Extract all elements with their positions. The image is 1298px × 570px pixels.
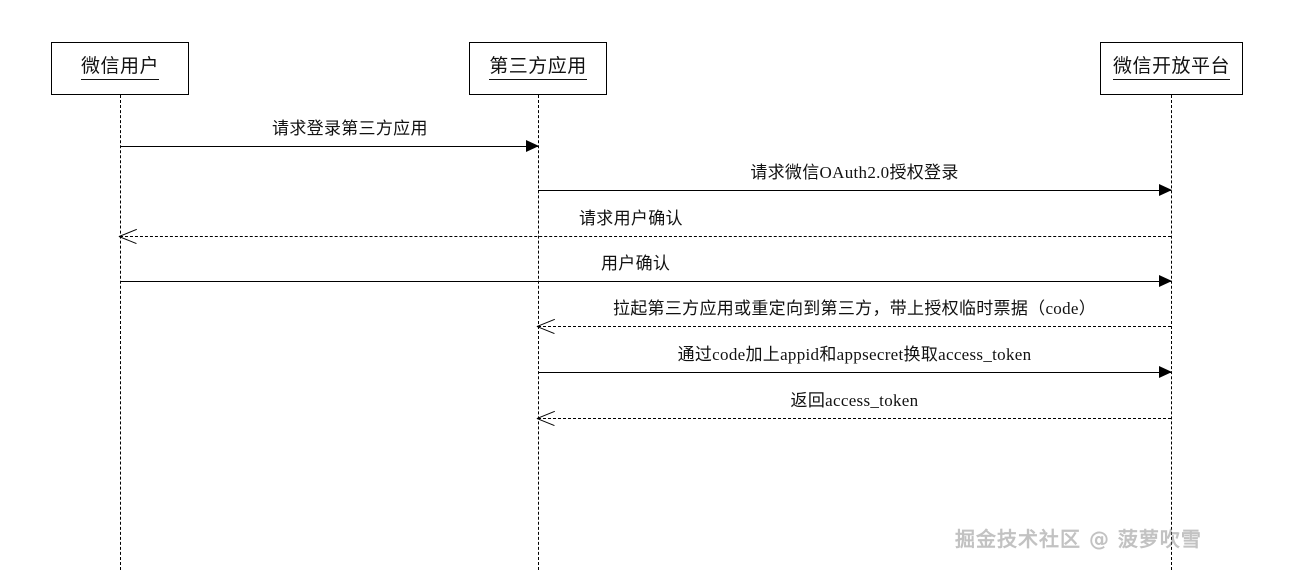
arrowhead-open-left-icon (118, 227, 137, 245)
watermark: 掘金技术社区 @ 菠萝吹雪 (955, 523, 1202, 552)
message-line (120, 281, 1171, 282)
message-line (120, 236, 1171, 237)
lifeline-wechat-open-platform (1171, 95, 1172, 570)
arrowhead-open-left-icon (536, 317, 555, 335)
message-label: 请求登录第三方应用 (272, 119, 428, 138)
watermark-text: 掘金技术社区 @ 菠萝吹雪 (955, 527, 1202, 551)
message-label: 通过code加上appid和appsecret换取access_token (677, 345, 1032, 364)
lifeline-wechat-user (120, 95, 121, 570)
message-line (538, 326, 1171, 327)
arrowhead-filled-right-icon (526, 140, 539, 152)
message-line (538, 372, 1171, 373)
participant-label: 微信用户 (80, 56, 159, 80)
message-line (538, 190, 1171, 191)
participant-label: 第三方应用 (489, 56, 587, 80)
message-label: 请求微信OAuth2.0授权登录 (750, 163, 959, 182)
lifeline-third-party-app (538, 95, 539, 570)
participant-label: 微信开放平台 (1112, 56, 1230, 80)
participant-wechat-user[interactable]: 微信用户 (51, 42, 189, 95)
participant-third-party-app[interactable]: 第三方应用 (469, 42, 607, 95)
arrowhead-filled-right-icon (1159, 184, 1172, 196)
arrowhead-filled-right-icon (1159, 366, 1172, 378)
message-label: 用户确认 (601, 254, 671, 273)
message-line (120, 146, 538, 147)
arrowhead-open-left-icon (536, 409, 555, 427)
participant-wechat-open-platform[interactable]: 微信开放平台 (1100, 42, 1243, 95)
message-label: 请求用户确认 (579, 209, 683, 228)
message-line (538, 418, 1171, 419)
message-label: 返回access_token (790, 391, 919, 410)
message-label: 拉起第三方应用或重定向到第三方，带上授权临时票据（code） (612, 299, 1097, 318)
arrowhead-filled-right-icon (1159, 275, 1172, 287)
